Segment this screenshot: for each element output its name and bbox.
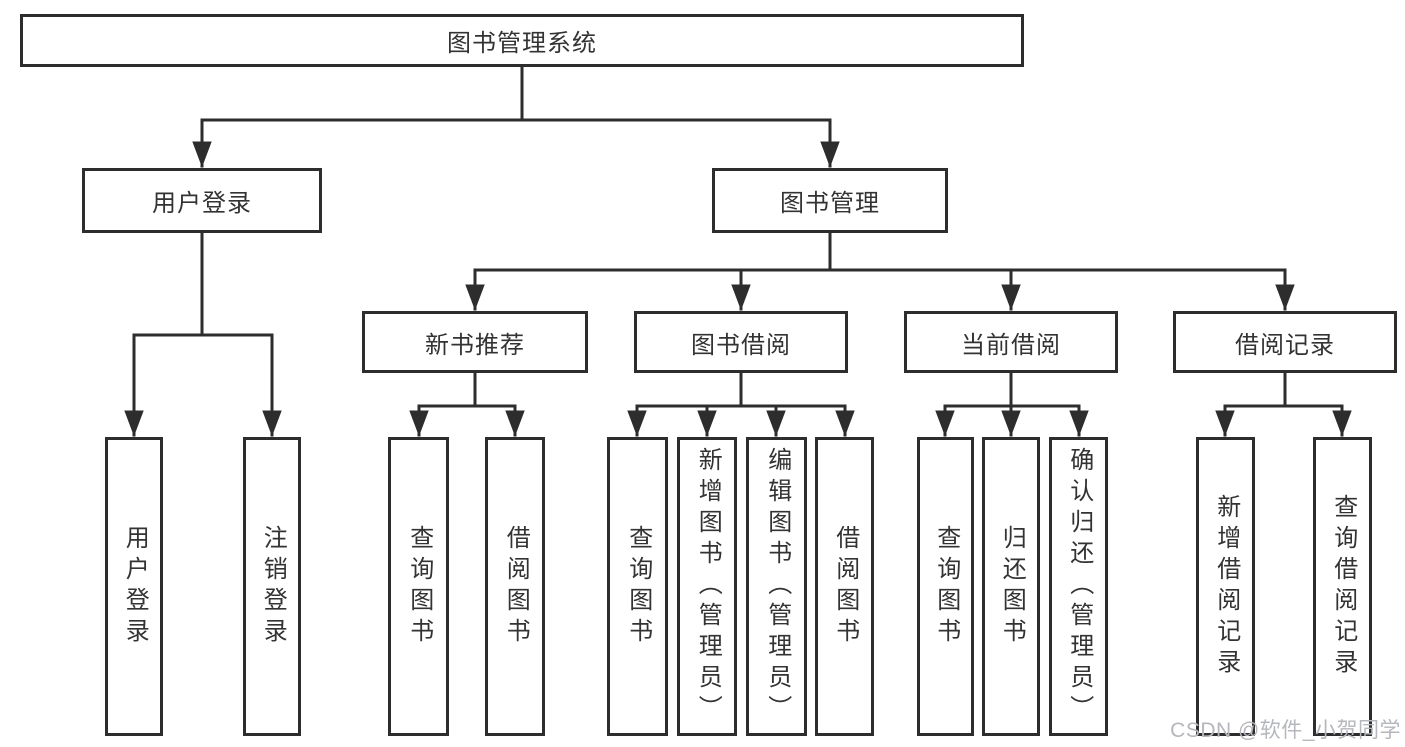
node-current-borrow: 当前借阅 <box>904 311 1118 373</box>
leaf-query-book-current-label: 查询图书 <box>932 524 960 649</box>
leaf-user-login: 用户登录 <box>105 437 163 736</box>
leaf-query-book-recommend: 查询图书 <box>388 437 449 736</box>
leaf-query-borrow-record: 查询借阅记录 <box>1313 437 1372 736</box>
leaf-user-login-label: 用户登录 <box>121 524 149 649</box>
leaf-query-book-current: 查询图书 <box>917 437 974 736</box>
csdn-watermark: CSDN @软件_小贺同学 <box>1170 719 1401 742</box>
leaf-return-book: 归还图书 <box>982 437 1040 736</box>
leaf-confirm-return-admin: 确认归还（管理员） <box>1049 437 1108 736</box>
node-user-login: 用户登录 <box>82 168 322 233</box>
leaf-confirm-return-admin-label: 确认归还（管理员） <box>1065 447 1093 726</box>
leaf-logout-login-label: 注销登录 <box>259 524 287 649</box>
node-new-book-recommend: 新书推荐 <box>362 311 588 373</box>
leaf-add-borrow-record: 新增借阅记录 <box>1196 437 1255 736</box>
leaf-query-book-borrow-label: 查询图书 <box>624 524 652 649</box>
leaf-query-book-borrow: 查询图书 <box>607 437 668 736</box>
leaf-borrow-book-recommend-label: 借阅图书 <box>502 524 530 649</box>
leaf-return-book-label: 归还图书 <box>998 524 1026 649</box>
node-book-borrow: 图书借阅 <box>634 311 848 373</box>
node-root: 图书管理系统 <box>20 14 1024 67</box>
leaf-query-book-recommend-label: 查询图书 <box>405 524 433 649</box>
leaf-borrow-book-label: 借阅图书 <box>831 524 859 649</box>
leaf-borrow-book-recommend: 借阅图书 <box>485 437 545 736</box>
node-borrow-records: 借阅记录 <box>1173 311 1397 373</box>
leaf-logout-login: 注销登录 <box>243 437 301 736</box>
leaf-borrow-book: 借阅图书 <box>815 437 874 736</box>
leaf-add-borrow-record-label: 新增借阅记录 <box>1212 493 1240 680</box>
leaf-add-book-admin: 新增图书（管理员） <box>677 437 737 736</box>
node-book-management: 图书管理 <box>712 168 948 233</box>
leaf-edit-book-admin: 编辑图书（管理员） <box>746 437 807 736</box>
leaf-query-borrow-record-label: 查询借阅记录 <box>1329 493 1357 680</box>
leaf-edit-book-admin-label: 编辑图书（管理员） <box>763 447 791 726</box>
leaf-add-book-admin-label: 新增图书（管理员） <box>694 447 722 726</box>
